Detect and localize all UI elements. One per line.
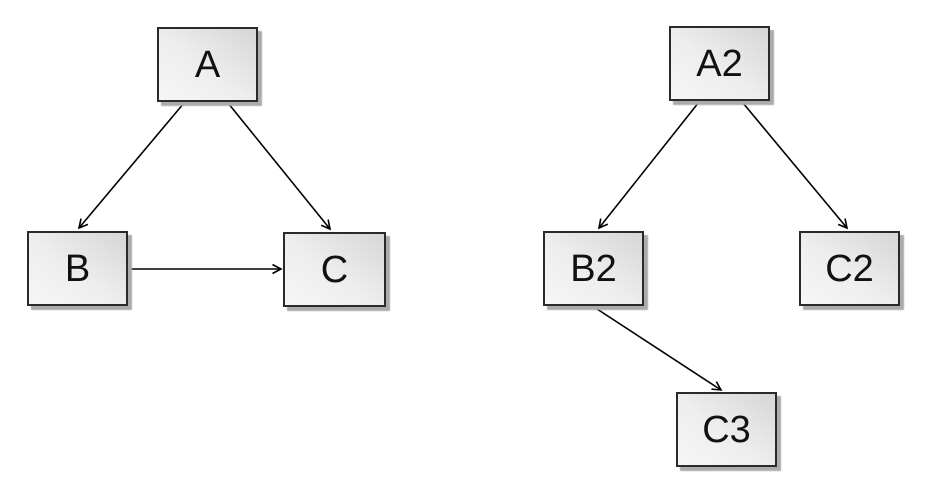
edge-A2-to-C2[interactable]	[742, 102, 849, 230]
edge-A-to-C[interactable]	[227, 102, 332, 231]
node-B2[interactable]: B2	[543, 231, 644, 306]
node-C3[interactable]: C3	[676, 392, 777, 467]
node-A2-label: A2	[696, 42, 743, 85]
node-A-label: A	[194, 43, 221, 86]
edge-B2-to-C3[interactable]	[593, 306, 723, 391]
edge-A2-to-B2[interactable]	[597, 101, 700, 230]
node-A2[interactable]: A2	[669, 26, 770, 101]
node-B-label: B	[64, 247, 91, 290]
edge-A-to-B[interactable]	[77, 102, 185, 230]
node-C2[interactable]: C2	[799, 231, 900, 306]
node-C-label: C	[320, 248, 349, 291]
node-C[interactable]: C	[283, 232, 386, 307]
node-B[interactable]: B	[27, 231, 128, 306]
node-C3-label: C3	[702, 408, 751, 451]
node-A[interactable]: A	[157, 27, 258, 102]
node-C2-label: C2	[825, 247, 874, 290]
node-B2-label: B2	[570, 247, 617, 290]
